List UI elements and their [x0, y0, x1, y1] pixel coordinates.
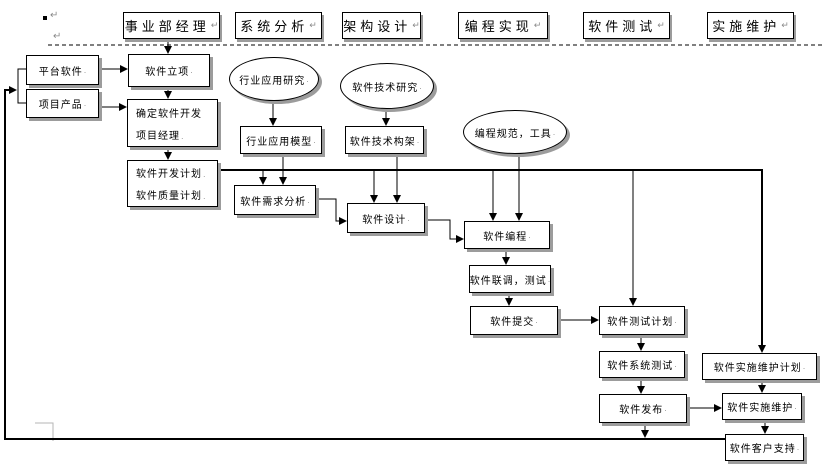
pilcrow-mark: ↵	[533, 20, 542, 31]
node-label: 软件发布	[619, 405, 664, 416]
node-label: 软件设计	[362, 214, 407, 226]
node-industry-application-research: 行业应用研究.	[229, 57, 319, 101]
lane-architecture-design: 架构设计↵	[342, 12, 421, 39]
node-label: 软件需求分析	[240, 196, 307, 208]
arrowhead-feedback	[9, 86, 17, 94]
hidden-mark: .	[83, 65, 87, 75]
node-label: 软件立项	[145, 67, 190, 78]
lane-label: 架构设计	[343, 20, 412, 35]
node-label: 平台软件	[38, 66, 83, 78]
hidden-mark: .	[190, 66, 193, 75]
node-dev-and-quality-plan: 软件开发计划. 软件质量计划.	[127, 160, 218, 207]
hidden-mark: .	[535, 316, 538, 325]
node-label: 软件技术研究	[352, 82, 419, 94]
node-label-line: 确定软件开发	[136, 108, 202, 120]
node-project-initiation: 软件立项.	[128, 54, 210, 87]
node-label: 软件技术构架	[349, 136, 416, 148]
hidden-mark: .	[416, 135, 420, 145]
node-label: 软件联调，测试	[469, 275, 547, 287]
gray-corner-artifact	[35, 422, 54, 441]
node-requirement-analysis: 软件需求分析.	[234, 185, 316, 215]
pilcrow-mark: ↵	[210, 20, 219, 31]
lane-label: 系统分析	[240, 20, 309, 35]
node-label: 行业应用模型	[246, 136, 313, 148]
connector-devplan-distribution	[208, 169, 763, 345]
node-customer-support: 软件客户支持.	[725, 434, 804, 461]
hidden-mark: .	[419, 81, 422, 91]
hidden-mark: .	[674, 360, 677, 369]
lane-system-analysis: 系统分析↵	[235, 12, 322, 39]
node-software-delivery: 软件提交.	[470, 306, 558, 335]
lane-software-testing: 软件测试↵	[583, 12, 670, 39]
lane-implementation-maintenance: 实施维护↵	[707, 12, 794, 39]
pilcrow-mark: ↵	[657, 20, 665, 31]
pilcrow-mark: ↵	[50, 10, 59, 21]
pilcrow-mark: ↵	[309, 20, 317, 31]
node-software-tech-research: 软件技术研究.	[340, 63, 434, 109]
connector-design-to-coding	[423, 219, 456, 240]
hidden-mark: .	[796, 443, 800, 452]
node-label: 软件实施维护	[727, 403, 794, 414]
node-label-line: 软件质量计划.	[136, 191, 206, 202]
lane-label: 实施维护	[712, 20, 781, 35]
hidden-mark: .	[313, 135, 316, 145]
node-software-design: 软件设计.	[347, 203, 425, 233]
node-label: 软件提交	[490, 317, 535, 328]
hidden-mark: .	[306, 74, 309, 84]
hidden-mark: .	[794, 402, 797, 411]
lane-business-unit-manager: 事业部经理↵	[123, 12, 220, 39]
node-label-line: 软件开发计划.	[136, 169, 206, 180]
node-label: 软件测试计划	[607, 317, 674, 328]
node-label: 编程规范，工具	[474, 128, 552, 140]
pilcrow-mark: ↵	[53, 31, 62, 42]
node-software-tech-architecture: 软件技术构架.	[345, 126, 424, 154]
node-label: 软件系统测试	[607, 361, 674, 372]
node-software-coding: 软件编程.	[464, 221, 550, 249]
node-coding-standards-tools: 编程规范，工具.	[463, 110, 567, 154]
hidden-mark: .	[203, 170, 206, 179]
node-label: 软件实施维护计划	[713, 363, 802, 374]
node-assign-project-manager: 确定软件开发 项目经理.	[127, 99, 218, 147]
node-project-product: 项目产品.	[26, 89, 99, 118]
node-label: 软件客户支持	[729, 444, 796, 455]
hidden-mark: .	[552, 127, 556, 137]
hidden-mark: .	[307, 195, 310, 205]
lane-label: 编程实现	[464, 20, 533, 35]
connector-feedback-loop	[4, 89, 725, 440]
hidden-mark: .	[547, 274, 551, 284]
node-label-line: 项目经理.	[136, 130, 184, 142]
node-industry-application-model: 行业应用模型.	[240, 126, 322, 154]
hidden-mark: .	[181, 131, 184, 141]
hidden-mark: .	[203, 192, 206, 201]
pilcrow-mark: ↵	[781, 20, 789, 31]
bullet-mark	[43, 16, 47, 20]
node-label: 行业应用研究	[239, 75, 306, 87]
pilcrow-mark: ↵	[412, 20, 420, 31]
hidden-mark: .	[664, 404, 667, 413]
hidden-mark: .	[83, 99, 87, 108]
node-integration-test: 软件联调，测试.	[469, 265, 551, 293]
node-software-release: 软件发布.	[599, 394, 687, 423]
hidden-mark: .	[674, 316, 677, 325]
node-platform-software: 平台软件.	[26, 55, 99, 85]
lane-programming: 编程实现↵	[458, 12, 548, 39]
lane-label: 软件测试	[588, 20, 657, 35]
node-maintenance-plan: 软件实施维护计划.	[702, 353, 817, 380]
node-test-plan: 软件测试计划.	[599, 306, 685, 335]
node-system-test: 软件系统测试.	[599, 351, 685, 378]
node-implementation-maintenance: 软件实施维护.	[722, 393, 802, 420]
hidden-mark: .	[407, 213, 410, 223]
lane-label: 事业部经理	[124, 20, 210, 35]
node-label: 软件编程	[483, 231, 528, 243]
hidden-mark: .	[528, 230, 531, 240]
connector-input-bracket	[17, 68, 26, 104]
node-label: 项目产品	[38, 100, 83, 111]
hidden-mark: .	[802, 362, 806, 371]
connector-requirements-to-design	[314, 198, 339, 222]
